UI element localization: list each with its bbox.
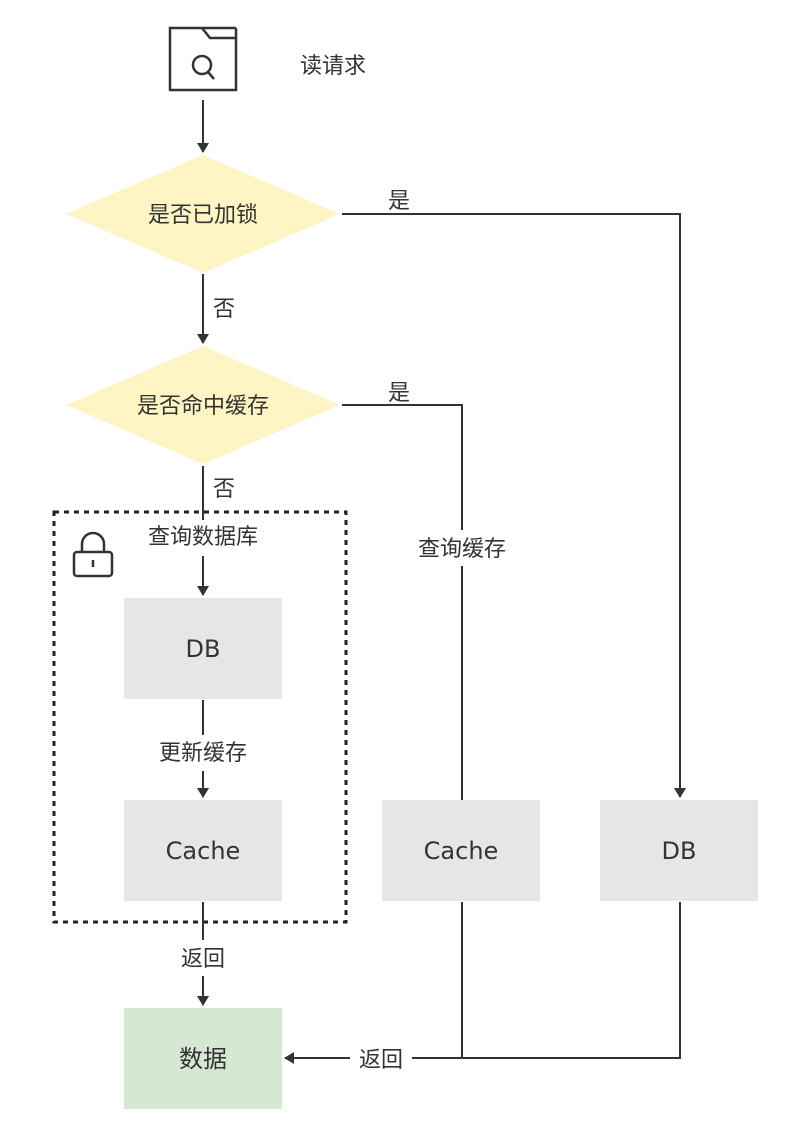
decision-locked-diamond: [66, 155, 340, 273]
edge-locked-no-label: 否: [213, 297, 235, 322]
edge-query-cache-label: 查询缓存: [418, 537, 506, 562]
decision-locked-label: 是否已加锁: [148, 203, 258, 228]
cache-locked-box: [124, 800, 282, 901]
edge-locked-yes: [342, 213, 686, 798]
db-right-box: [600, 800, 758, 901]
edge-update-cache-label: 更新缓存: [159, 741, 247, 766]
db-locked-label: DB: [186, 635, 221, 663]
data-box: [124, 1008, 282, 1109]
cache-hit-label: Cache: [424, 837, 499, 865]
edge-locked-yes-label: 是: [388, 189, 410, 214]
db-locked-box: [124, 598, 282, 699]
decision-cache-hit-diamond: [66, 346, 340, 464]
cache-hit-box: [382, 800, 540, 901]
folder-search-icon: [168, 26, 238, 92]
lock-icon: [72, 531, 114, 578]
edge-hit-yes: [342, 404, 463, 800]
cache-locked-label: Cache: [166, 837, 241, 865]
db-right-label: DB: [662, 837, 697, 865]
edge-return-left-label: 返回: [181, 947, 225, 972]
edge-db-right-return: [284, 902, 681, 1064]
edge-return-bottom-label: 返回: [359, 1048, 403, 1073]
decision-cache-hit-label: 是否命中缓存: [137, 394, 269, 419]
edge-hit-yes-label: 是: [388, 381, 410, 406]
start-label: 读请求: [300, 54, 366, 79]
lock-region-label: 查询数据库: [148, 525, 258, 550]
edge-hit-no-label: 否: [213, 477, 235, 502]
data-label: 数据: [179, 1045, 227, 1073]
